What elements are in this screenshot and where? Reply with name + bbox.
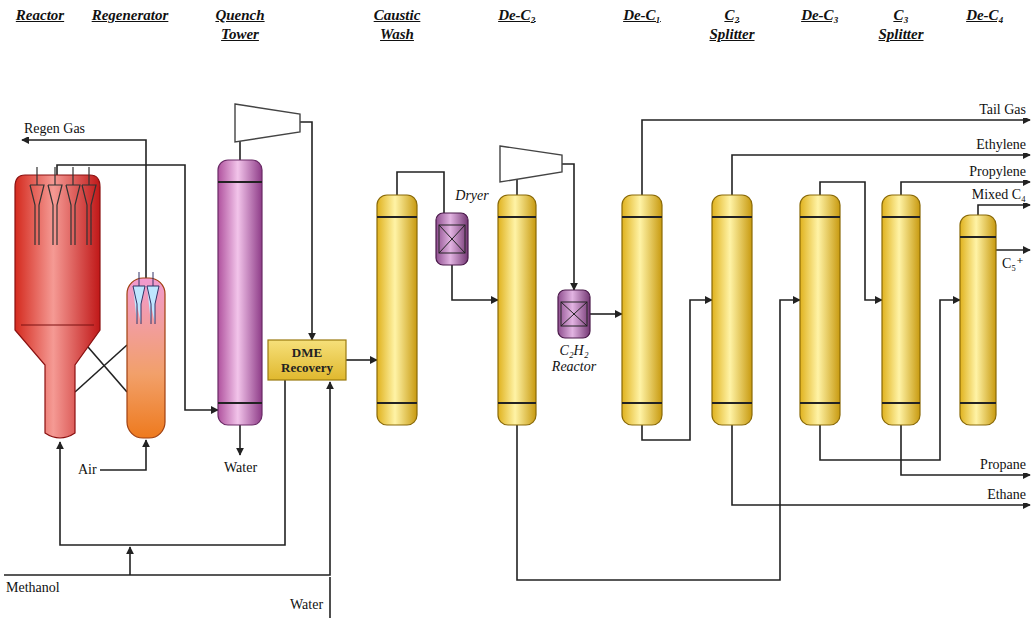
box-label: DME Recovery [268, 341, 346, 379]
vessel-shape [498, 195, 536, 425]
stream-label: Propane [978, 457, 1028, 473]
unit-heading: De-C₄ [945, 6, 1025, 25]
vessel-shape [218, 160, 262, 425]
vessel-shape [622, 195, 662, 425]
mixed-c4-line [978, 205, 1030, 215]
unit-heading: De-C₂ [477, 6, 557, 25]
unit-heading: Caustic Wash [366, 6, 428, 44]
unit-heading: De-C₁ [602, 6, 682, 25]
vessel-shape [960, 215, 996, 425]
vessel: C₃ Splitter [882, 195, 920, 425]
vessel: C₂ Splitter [712, 195, 752, 425]
stream-label: Tail Gas [977, 102, 1028, 118]
process-box: DME Recovery [268, 340, 346, 380]
water-out-line [239, 425, 241, 455]
stream-label: Methanol [4, 580, 62, 596]
vessel-shape [436, 213, 468, 265]
vessel: De-C₄ [960, 215, 996, 425]
vessel: De-C₃ [800, 195, 840, 425]
vessel: Regenerator [127, 278, 165, 438]
unit-heading: C₂ Splitter [701, 6, 763, 44]
vessel: C₂H₂ Reactor [558, 290, 590, 338]
unit-heading: Dryer [450, 188, 494, 204]
compressor [235, 104, 300, 142]
stream-label: C₅⁺ [1000, 256, 1026, 272]
air-line [100, 440, 146, 470]
unit-heading: Regenerator [80, 6, 180, 25]
compressor [500, 146, 562, 182]
vessel: Dryer [436, 213, 468, 265]
process-stream [452, 265, 498, 300]
process-stream [346, 359, 377, 361]
stream-label: Regen Gas [22, 121, 87, 137]
stream-label: Air [76, 462, 99, 478]
stream-label: Water [288, 597, 325, 613]
process-stream [88, 347, 127, 392]
process-stream [590, 313, 622, 315]
water-in-line [329, 577, 331, 618]
propane-line [901, 425, 1030, 475]
vessel-shape [712, 195, 752, 425]
methanol-branch [129, 547, 131, 575]
c5-line [996, 249, 1030, 251]
stream-label: Ethane [985, 487, 1028, 503]
vessel-shape [15, 175, 100, 442]
tail-gas-line [642, 120, 1030, 195]
stream-label: Mixed C₄ [970, 187, 1028, 203]
ethane-line [732, 425, 1030, 505]
vessel: De-C₂ [498, 195, 536, 425]
stream-label: Ethylene [974, 137, 1028, 153]
vessel-shape [377, 195, 417, 425]
unit-heading: De-C₃ [780, 6, 860, 25]
vessel: Caustic Wash [377, 195, 417, 425]
stream-label: Water [222, 460, 259, 476]
unit-heading: C₃ Splitter [870, 6, 932, 44]
unit-heading: Reactor [5, 6, 75, 25]
vessel-shape [558, 290, 590, 338]
vessel-shape [800, 195, 840, 425]
vessel: Quench Tower [218, 160, 262, 425]
vessel-shape [127, 278, 165, 438]
stream-label: Propylene [967, 164, 1028, 180]
vessel-shape [882, 195, 920, 425]
vessel: Reactor [15, 175, 100, 442]
unit-heading: Quench Tower [209, 6, 271, 44]
unit-heading: C₂H₂ Reactor [544, 343, 604, 375]
vessel: De-C₁ [622, 195, 662, 425]
